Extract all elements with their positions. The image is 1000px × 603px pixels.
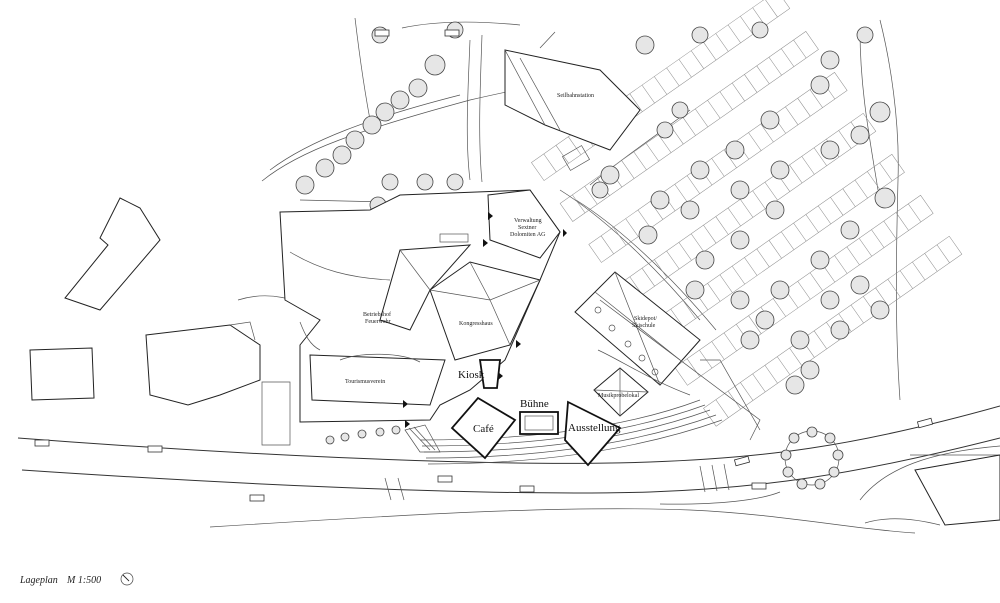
plan-title: Lageplan <box>20 575 58 586</box>
label-verwaltung: Verwaltung <box>514 218 542 224</box>
label-sextner: Sextner <box>518 225 536 231</box>
north-arrow-icon <box>120 572 134 586</box>
label-musikprobelokal: Musikprobelokal <box>598 393 639 399</box>
label-cafe: Café <box>473 423 494 435</box>
road-cars <box>34 417 934 502</box>
corner-building <box>914 454 1000 526</box>
label-kiosk: Kiosk <box>458 369 485 381</box>
ausstellung-pavilion <box>564 400 622 467</box>
label-skidepot: Skidepot/ <box>634 316 657 322</box>
trees-parking <box>591 21 896 395</box>
trees-front <box>325 425 401 445</box>
label-skischule: Skischule <box>632 323 656 329</box>
label-tourismusverein: Tourismusverein <box>345 379 385 385</box>
musikprobelokal-building <box>593 367 649 417</box>
label-buehne: Bühne <box>520 398 549 410</box>
labels: Seilbahnstation Verwaltung Sextner Dolom… <box>345 93 657 435</box>
buehne-pavilion <box>519 411 559 435</box>
plan-scale: M 1:500 <box>67 575 102 586</box>
roundabout <box>780 426 844 490</box>
label-betriebshof: Betriebshof <box>363 311 391 318</box>
left-buildings <box>29 197 311 446</box>
kiosk-pavilion <box>478 359 502 389</box>
cafe-pavilion <box>450 396 517 460</box>
label-kongresshaus: Kongresshaus <box>459 321 493 327</box>
roads <box>17 405 1000 534</box>
seilbahnstation-building <box>504 31 641 171</box>
label-seilbahnstation: Seilbahnstation <box>557 93 594 99</box>
label-dolomiten-ag: Dolomiten AG <box>510 232 546 238</box>
label-ausstellung: Ausstellung <box>568 422 621 434</box>
pavilions <box>450 359 622 467</box>
label-feuerwehr: Feuerwehr <box>365 319 391 325</box>
